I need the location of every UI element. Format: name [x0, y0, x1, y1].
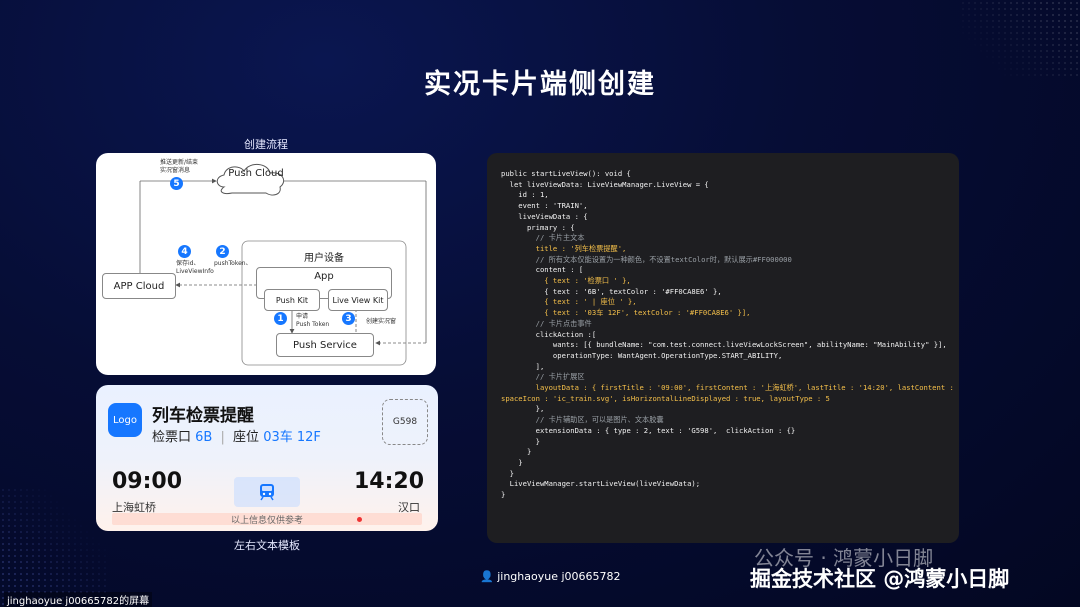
code-line: title : '列车检票提醒', [501, 243, 627, 253]
decorative-dots-bottom [0, 487, 110, 607]
code-line: { text : '6B', textColor : '#FF0CA8E6' }… [501, 286, 722, 296]
code-panel: public startLiveView(): void { let liveV… [487, 153, 959, 543]
seat-value: 03车 12F [263, 430, 321, 445]
code-line: { text : ' | 座位 ' }, [501, 297, 637, 307]
step-4-note: 保存id、 LiveViewInfo [176, 260, 214, 275]
start-station: 上海虹桥 [112, 501, 156, 514]
push-service-box: Push Service [276, 333, 374, 357]
card-caption: 左右文本模板 [234, 539, 300, 552]
flow-label: 创建流程 [244, 138, 288, 151]
step-5-note: 推送更新/结束 实况窗消息 [160, 159, 199, 174]
code-line: primary : { [501, 222, 575, 232]
code-line: public startLiveView(): void { [501, 169, 631, 178]
code-line: clickAction :[ [501, 329, 597, 339]
card-subtitle: 检票口 6B | 座位 03车 12F [152, 426, 321, 445]
push-cloud-shape [216, 164, 285, 196]
decorative-dots [960, 0, 1080, 80]
code-line: // 卡片扩展区 [501, 372, 585, 382]
code-line: // 所有文本仅能设置为一种颜色，不设置textColor时，默认展示#FF00… [501, 254, 792, 264]
gate-value: 6B [195, 430, 213, 445]
code-line: liveViewData : { [501, 211, 588, 221]
code-line: } [501, 490, 506, 500]
code-line: event : 'TRAIN', [501, 201, 588, 211]
code-line: layoutData : { firstTitle : '09:00', fir… [501, 383, 959, 393]
code-line: } [501, 457, 523, 467]
flow-connectors [139, 164, 427, 366]
code-line: wants: [{ bundleName: "com.test.connect.… [501, 340, 947, 350]
step-2-note: pushToken、 [214, 260, 252, 267]
step-4-badge: 4 [178, 245, 191, 258]
logo-badge: Logo [108, 403, 142, 437]
code-line: extensionData : { type : 2, text : 'G598… [501, 425, 796, 435]
code-line: } [501, 468, 514, 478]
user-device-frame [241, 240, 407, 366]
gate-label: 检票口 [152, 430, 192, 445]
code-line: id : 1, [501, 190, 549, 200]
step-3-note: 创建实况窗 [366, 318, 397, 325]
card-title: 列车检票提醒 [152, 406, 254, 426]
end-time: 14:20 [354, 469, 425, 494]
code-line: LiveViewManager.startLiveView(liveViewDa… [501, 479, 701, 489]
train-number-badge: G598 [382, 399, 428, 445]
live-view-kit-box: Live View Kit [328, 289, 388, 311]
code-line: operationType: WantAgent.OperationType.S… [501, 350, 783, 360]
step-1-badge: 1 [274, 312, 287, 325]
code-line: ], [501, 361, 545, 371]
code-line: // 卡片点击事件 [501, 318, 592, 328]
watermark-juejin: 掘金技术社区 @鸿蒙小日脚 [750, 567, 1010, 591]
code-line: } [501, 447, 532, 457]
seat-label: 座位 [233, 430, 260, 445]
divider: | [220, 430, 225, 445]
code-line: content : [ [501, 265, 584, 275]
code-block: public startLiveView(): void { let liveV… [487, 153, 959, 501]
step-1-note: 申请 Push Token [296, 313, 330, 328]
person-icon: 👤 [480, 570, 494, 583]
user-device-label: 用户设备 [304, 253, 344, 264]
code-line: { text : '03车 12F', textColor : '#FF0CA8… [501, 308, 751, 318]
start-time: 09:00 [112, 469, 183, 494]
step-2-badge: 2 [216, 245, 229, 258]
code-line: }, [501, 404, 545, 414]
code-line: let liveViewData: LiveViewManager.LiveVi… [501, 179, 709, 189]
app-label: App [314, 271, 334, 282]
step-5-badge: 5 [170, 177, 183, 190]
app-cloud-box: APP Cloud [102, 273, 176, 299]
watermark-official: 公众号 · 鸿蒙小日脚 [754, 546, 934, 570]
push-cloud-label: Push Cloud [228, 168, 284, 179]
screen-share-label: jinghaoyue j00665782的屏幕 [4, 592, 153, 607]
presenter-label: 👤 jinghaoyue j00665782 [480, 570, 621, 583]
code-line: // 卡片主文本 [501, 233, 585, 243]
code-line: spaceIcon : 'ic_train.svg', isHorizontal… [501, 393, 830, 403]
push-kit-box: Push Kit [264, 289, 320, 311]
card-notice: 以上信息仅供参考 [230, 516, 303, 526]
code-line: { text : '检票口 ' }, [501, 276, 631, 286]
pointer-dot [357, 517, 362, 522]
end-station: 汉口 [398, 501, 420, 514]
presenter-name: jinghaoyue j00665782 [497, 570, 621, 583]
flow-diagram: Push Cloud APP Cloud 用户设备 App Push Kit L… [96, 153, 436, 375]
train-icon [260, 484, 274, 501]
code-line: } [501, 436, 540, 446]
slide-title: 实况卡片端侧创建 [424, 69, 656, 100]
live-view-card: Logo 列车检票提醒 检票口 6B | 座位 03车 12F G598 09:… [96, 385, 438, 531]
step-3-badge: 3 [342, 312, 355, 325]
code-line: // 卡片辅助区，可以是图片、文本胶囊 [501, 415, 664, 425]
